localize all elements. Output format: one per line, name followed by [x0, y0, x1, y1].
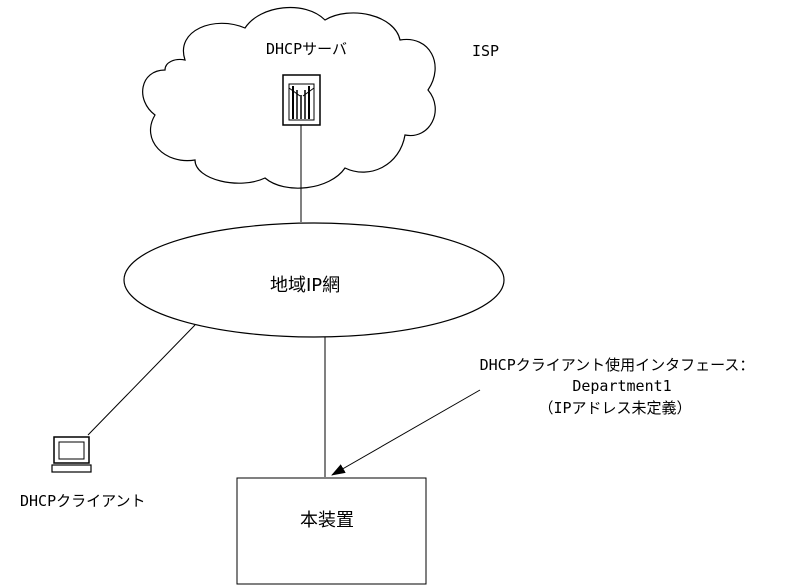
client-label: DHCPクライアント	[20, 492, 146, 510]
annotation-line2: Department1	[572, 377, 671, 395]
annotation-line1: DHCPクライアント使用インタフェース：	[480, 356, 755, 374]
server-icon	[282, 74, 321, 126]
device-box	[236, 477, 427, 585]
isp-label: ISP	[472, 42, 499, 60]
pc-icon	[51, 436, 92, 473]
network-label: 地域IP網	[270, 275, 340, 296]
dhcp-server-label: DHCPサーバ	[266, 40, 347, 58]
client-link	[87, 324, 196, 436]
regional-ip-network	[123, 222, 505, 338]
annotation-line3: （IPアドレス未定義）	[538, 399, 691, 417]
annotation-arrow	[331, 389, 481, 476]
device-label: 本装置	[300, 510, 354, 531]
